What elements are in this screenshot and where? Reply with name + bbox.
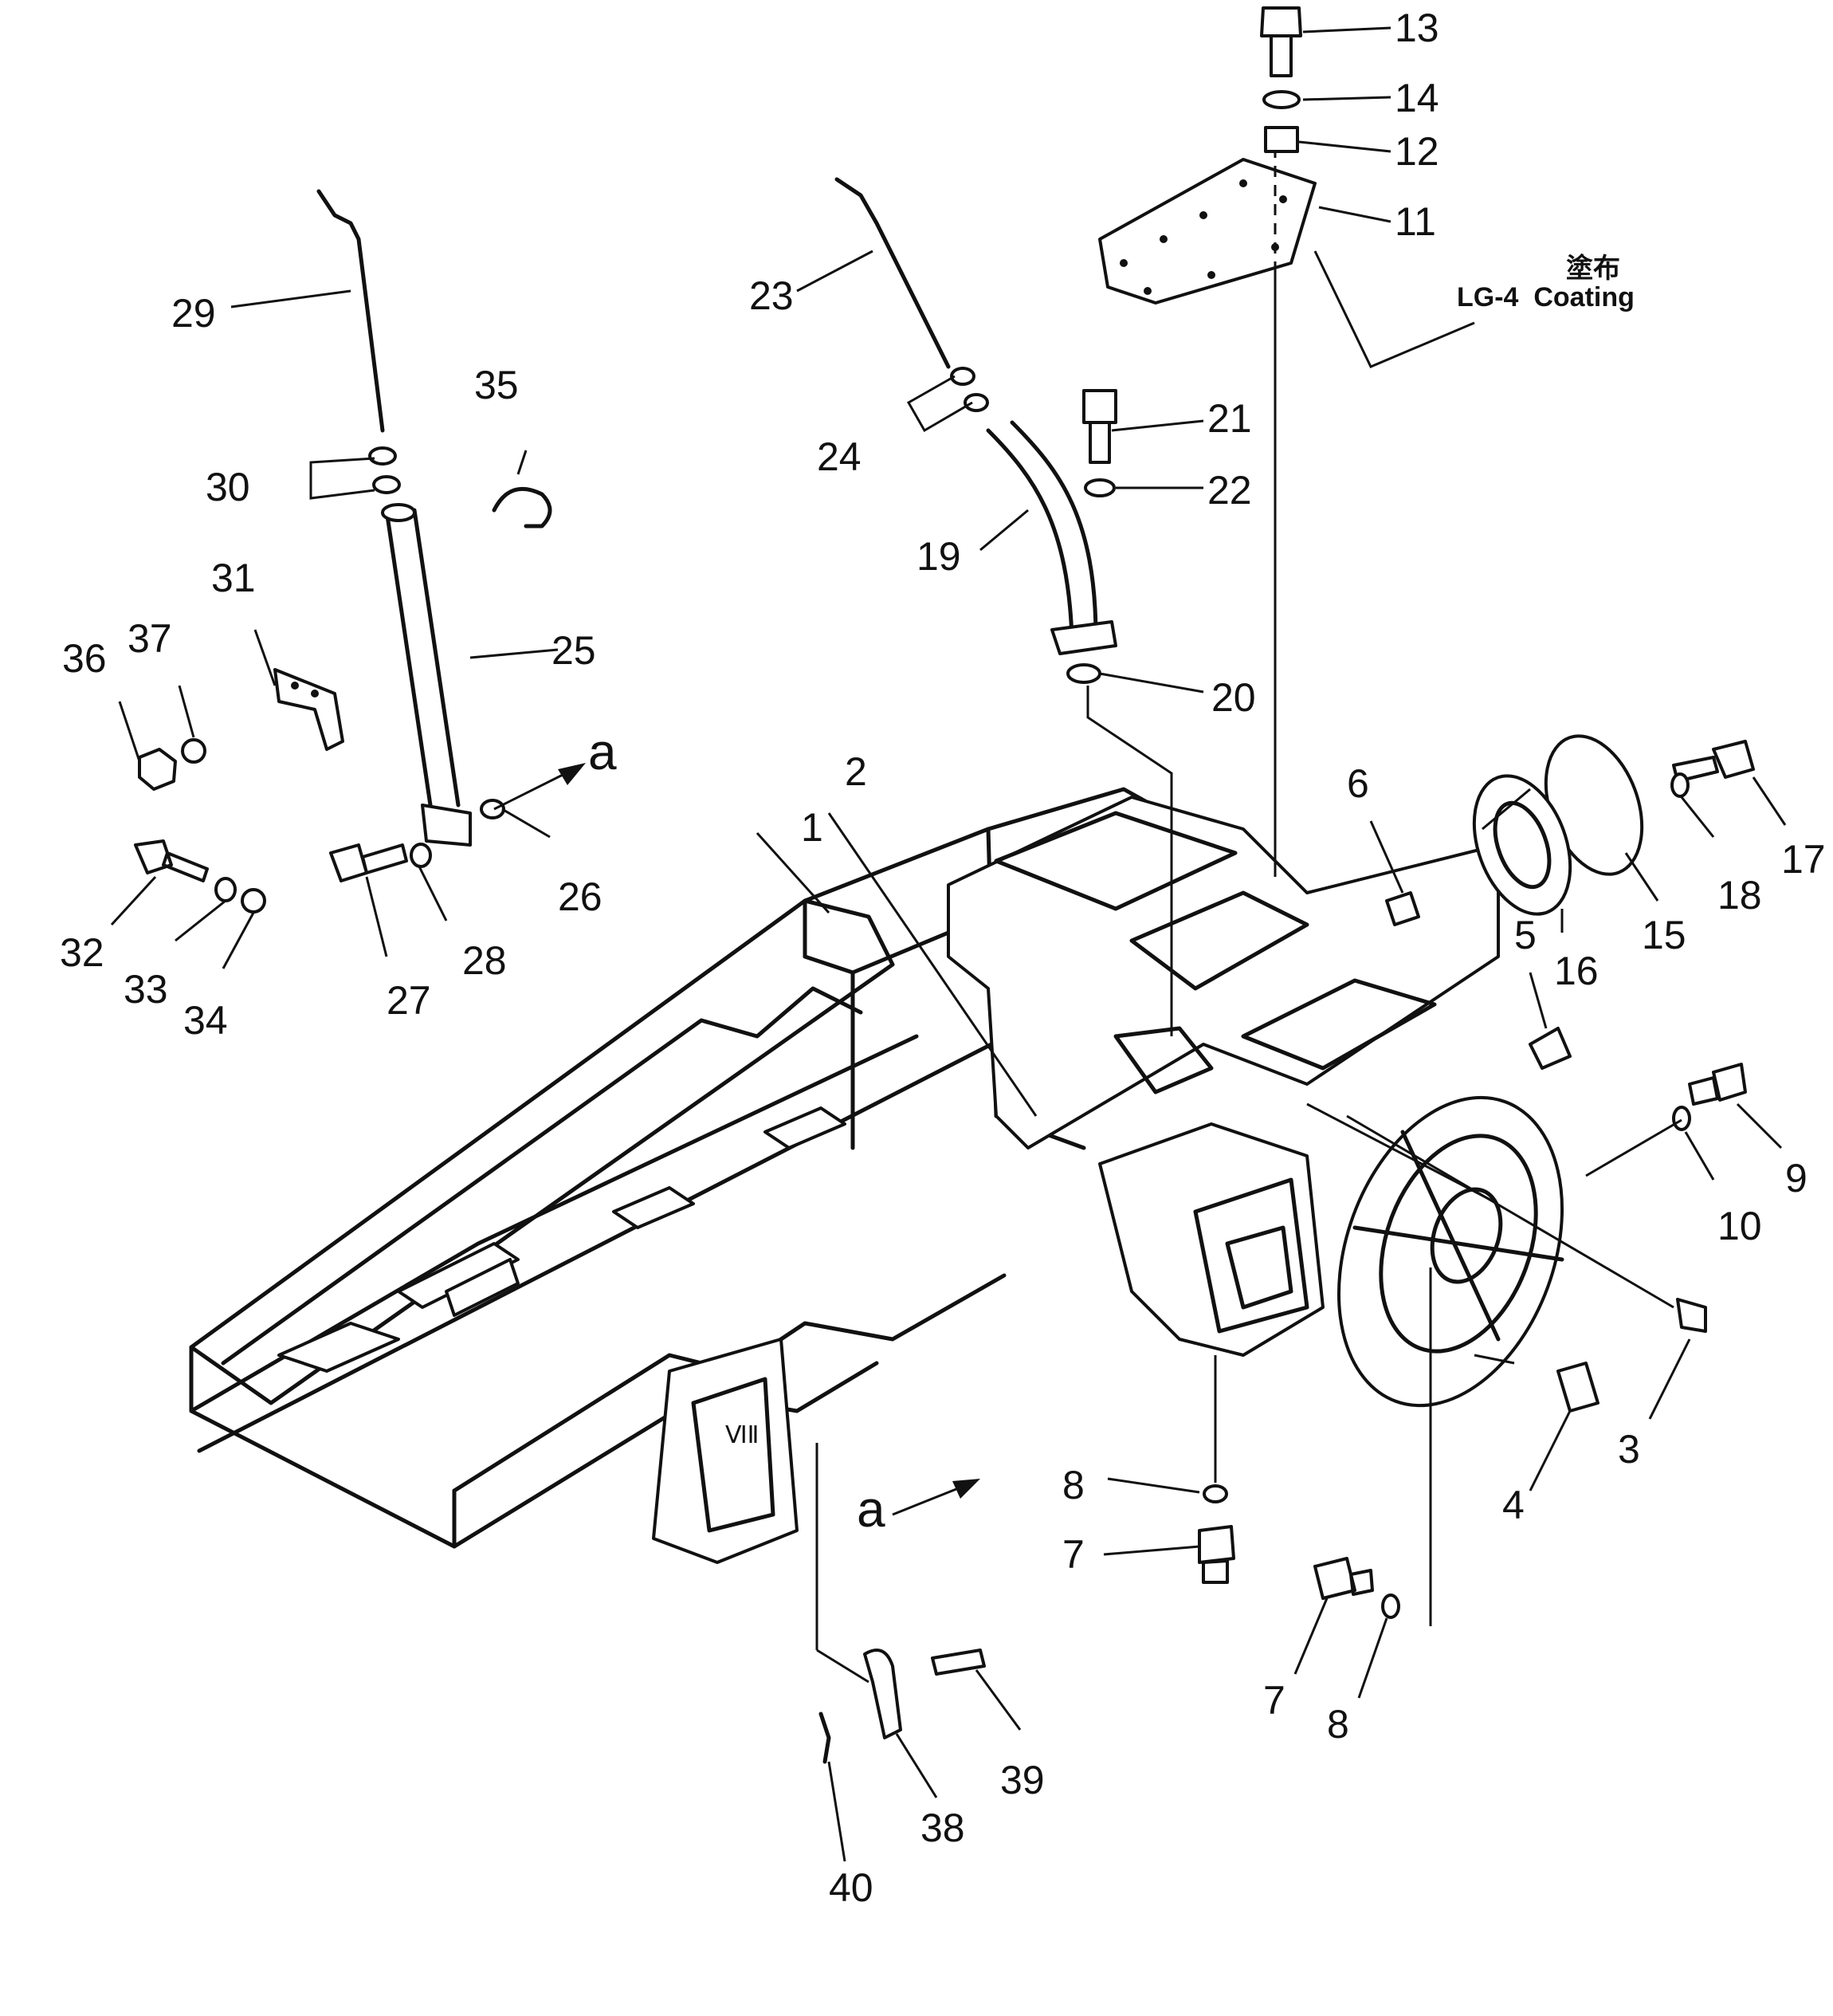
callout-29: 29: [171, 291, 216, 336]
callout-12: 12: [1395, 129, 1439, 174]
callout-8a: 8: [1062, 1463, 1085, 1507]
nut-36: [138, 748, 177, 791]
callout-34: 34: [183, 998, 228, 1043]
pin-39: [931, 1649, 986, 1676]
callout-labels: 1 2 3 4 5 6 7 7 8 8 9 10 11 12 13 14 15 …: [60, 6, 1826, 1910]
washer-28: [410, 843, 432, 868]
callout-38: 38: [920, 1806, 965, 1850]
tube-25: [384, 508, 433, 808]
callout-16: 16: [1554, 949, 1599, 993]
callout-14: 14: [1395, 76, 1439, 120]
washer-34: [241, 888, 266, 914]
tube-19: [986, 428, 1074, 640]
washer-14: [1262, 90, 1301, 109]
callout-39: 39: [1000, 1758, 1045, 1802]
cotter-40: [818, 1711, 831, 1764]
callout-9: 9: [1785, 1156, 1807, 1201]
svg-text:ⅥⅡ: ⅥⅡ: [725, 1422, 759, 1448]
callout-27: 27: [387, 978, 431, 1023]
plug-7a: [1198, 1525, 1235, 1584]
coating-note-japanese: 塗布: [1566, 253, 1620, 284]
callout-11: 11: [1395, 199, 1436, 244]
callout-1: 1: [801, 805, 823, 850]
callout-10: 10: [1717, 1204, 1762, 1248]
callout-23: 23: [749, 273, 794, 318]
callout-19: 19: [916, 534, 961, 579]
main-frame: ⅥⅡ: [189, 787, 1564, 1564]
callout-30: 30: [206, 465, 250, 509]
callout-7b: 7: [1263, 1678, 1285, 1723]
washer-18: [1670, 772, 1690, 798]
dipstick-29: [316, 189, 385, 433]
oring-26: [480, 799, 505, 819]
callout-8b: 8: [1327, 1702, 1349, 1747]
oring-10: [1672, 1106, 1691, 1131]
plug-3: [1676, 1298, 1707, 1333]
plug-7b: [1313, 1557, 1374, 1600]
bolt-17: [1672, 740, 1755, 783]
bolt-13: [1260, 6, 1302, 77]
callout-32: 32: [60, 930, 104, 975]
bracket-31: [273, 668, 344, 751]
plug-4: [1556, 1362, 1599, 1413]
callout-35: 35: [474, 363, 519, 407]
callout-4: 4: [1502, 1483, 1525, 1527]
oring-20: [1066, 663, 1101, 684]
callout-33: 33: [124, 967, 168, 1012]
callout-17: 17: [1781, 837, 1826, 882]
plug-9: [1688, 1063, 1747, 1106]
callout-37: 37: [128, 616, 172, 661]
callout-40: 40: [829, 1865, 873, 1910]
callout-36: 36: [62, 636, 107, 681]
dipstick-23: [834, 177, 951, 369]
washer-22: [1084, 478, 1116, 497]
washer-33: [214, 877, 237, 902]
callout-2: 2: [845, 749, 867, 794]
callout-18: 18: [1717, 873, 1762, 918]
callout-7a: 7: [1062, 1532, 1085, 1577]
callout-20: 20: [1211, 675, 1256, 720]
spacer-12: [1264, 126, 1299, 153]
view-marker-a-bottom: a: [857, 1480, 885, 1538]
ubolt-35: [492, 486, 552, 529]
callout-6: 6: [1347, 761, 1369, 806]
callout-22: 22: [1207, 468, 1252, 513]
callout-25: 25: [551, 628, 596, 673]
callout-26: 26: [558, 874, 602, 919]
coating-note-text: LG-4 Coating: [1457, 282, 1635, 312]
plug-6: [1385, 891, 1420, 926]
callout-21: 21: [1207, 396, 1252, 441]
callout-15: 15: [1642, 913, 1686, 957]
cover-plate: [1098, 158, 1317, 305]
callout-24: 24: [817, 434, 862, 479]
bolt-27: [329, 843, 408, 882]
leader-lines: [110, 26, 1787, 1862]
cover-bolts: [1120, 179, 1287, 295]
callout-3: 3: [1618, 1427, 1640, 1472]
callout-28: 28: [462, 938, 507, 983]
clevis-38: [863, 1649, 902, 1739]
washer-37: [181, 738, 206, 764]
callout-13: 13: [1395, 6, 1439, 50]
callout-5: 5: [1514, 913, 1537, 957]
bolt-32: [134, 839, 209, 882]
plug-5: [1529, 1027, 1572, 1070]
callout-31: 31: [211, 556, 256, 600]
oring-8a: [1203, 1484, 1228, 1503]
bolt-21: [1082, 389, 1117, 464]
view-marker-a-top: a: [588, 723, 617, 780]
oring-8b: [1381, 1594, 1400, 1619]
